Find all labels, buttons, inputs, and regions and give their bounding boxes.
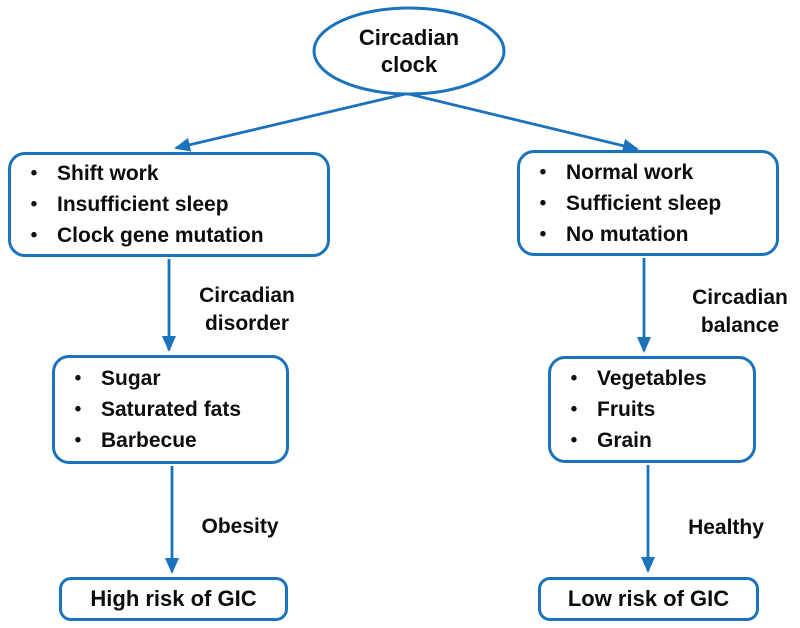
edge-label-text: Healthy [688, 516, 764, 539]
bullet-icon: • [30, 163, 38, 184]
right-result-box: Low risk of GIC [538, 577, 759, 621]
list-item-label: Normal work [566, 160, 694, 184]
list-item-label: Shift work [57, 162, 159, 185]
root-node-label: Circadian clock [314, 8, 504, 94]
list-item: • Normal work [520, 157, 776, 188]
list-item: • Clock gene mutation [11, 220, 327, 251]
bullet-icon: • [539, 223, 547, 245]
edge-label-circadian-balance: Circadian balance [670, 284, 800, 340]
bullet-icon: • [570, 430, 578, 451]
edge-label-healthy: Healthy [656, 514, 796, 542]
list-item: • Barbecue [55, 425, 286, 456]
list-item: • Shift work [11, 158, 327, 189]
bullet-icon: • [539, 192, 547, 214]
bullet-icon: • [74, 399, 82, 420]
list-item-label: Grain [597, 429, 652, 452]
edge-label-text: Circadian disorder [199, 284, 295, 335]
list-item-label: No mutation [566, 222, 689, 246]
list-item: • Saturated fats [55, 394, 286, 425]
list-item: • Fruits [551, 394, 753, 425]
list-item: • Grain [551, 425, 753, 456]
right-causes-box: • Normal work • Sufficient sleep • No mu… [517, 150, 779, 256]
list-item: • Sufficient sleep [520, 188, 776, 219]
bullet-icon: • [570, 368, 578, 389]
edge-label-text: Circadian balance [692, 286, 788, 337]
list-item-label: Clock gene mutation [57, 224, 264, 247]
list-item-label: Barbecue [101, 429, 197, 452]
right-diet-box: • Vegetables • Fruits • Grain [548, 356, 756, 463]
list-item: • Insufficient sleep [11, 189, 327, 220]
list-item-label: Fruits [597, 398, 656, 421]
root-node-text: Circadian clock [358, 25, 460, 77]
bullet-icon: • [74, 368, 82, 389]
result-text: High risk of GIC [90, 586, 257, 611]
bullet-icon: • [30, 194, 38, 215]
edge-label-obesity: Obesity [170, 513, 310, 541]
edge-label-text: Obesity [201, 515, 279, 538]
left-causes-box: • Shift work • Insufficient sleep • Cloc… [8, 152, 330, 257]
bullet-icon: • [570, 399, 578, 420]
bullet-icon: • [30, 225, 38, 246]
edge-label-circadian-disorder: Circadian disorder [177, 282, 317, 338]
list-item-label: Sugar [101, 367, 161, 390]
list-item: • Sugar [55, 363, 286, 394]
left-result-box: High risk of GIC [59, 577, 288, 621]
left-diet-box: • Sugar • Saturated fats • Barbecue [52, 355, 289, 464]
list-item-label: Insufficient sleep [57, 193, 229, 216]
root-ellipse-outline [312, 6, 506, 96]
list-item: • No mutation [520, 219, 776, 250]
list-item-label: Vegetables [597, 367, 707, 390]
bullet-icon: • [74, 430, 82, 451]
list-item: • Vegetables [551, 363, 753, 394]
list-item-label: Sufficient sleep [566, 191, 722, 215]
result-text: Low risk of GIC [567, 586, 730, 611]
list-item-label: Saturated fats [101, 398, 242, 421]
bullet-icon: • [539, 161, 547, 183]
